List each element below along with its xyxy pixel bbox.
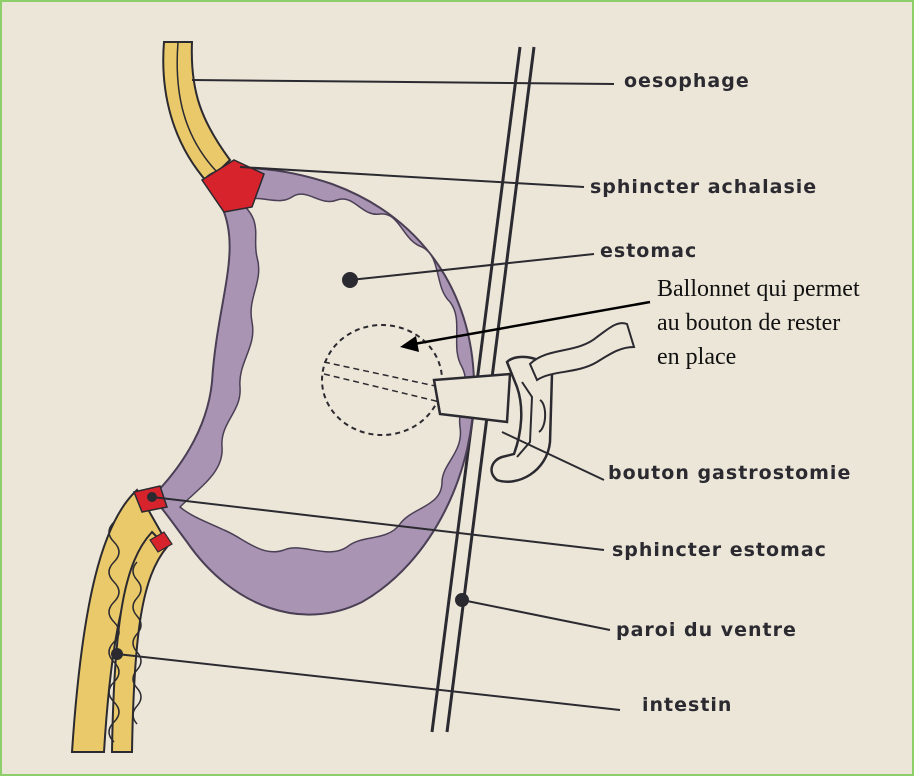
label-paroi-du-ventre: paroi du ventre — [616, 619, 797, 641]
esophagus — [163, 42, 230, 182]
annotation-line-3: en place — [657, 340, 860, 374]
annotation-line-1: Ballonnet qui permet — [657, 272, 860, 306]
label-sphincter-estomac: sphincter estomac — [612, 539, 827, 561]
balloon-annotation: Ballonnet qui permet au bouton de rester… — [657, 272, 860, 374]
label-bouton-gastrostomie: bouton gastrostomie — [608, 462, 851, 484]
label-estomac: estomac — [600, 240, 697, 262]
label-intestin: intestin — [642, 694, 732, 716]
label-sphincter-achalasie: sphincter achalasie — [590, 176, 817, 198]
annotation-line-2: au bouton de rester — [657, 306, 860, 340]
label-oesophage: oesophage — [624, 70, 750, 92]
intestine — [72, 490, 167, 752]
